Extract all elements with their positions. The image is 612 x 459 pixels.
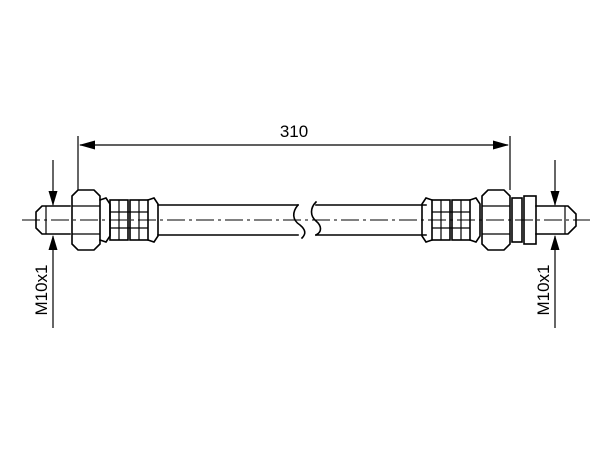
break-line-right — [310, 200, 322, 237]
left-fitting — [35, 189, 159, 251]
length-dimension: 310 — [77, 122, 511, 190]
arrow-up-icon — [48, 235, 58, 250]
left-thread-stub — [35, 205, 71, 235]
right-fitting — [421, 189, 577, 251]
arrow-right-icon — [493, 140, 509, 150]
arrow-up-icon — [550, 235, 560, 250]
hose-body — [157, 200, 427, 240]
right-ferrule-start — [421, 197, 434, 243]
right-lock-washer — [511, 197, 523, 243]
break-line-left — [292, 203, 306, 240]
right-lock-nut — [523, 195, 537, 245]
left-ferrule-end — [146, 197, 159, 243]
left-hex-nut — [71, 189, 101, 251]
right-thread-stub — [535, 205, 577, 235]
left-thread-dimension: M10x1 — [32, 160, 58, 328]
left-thread-label: M10x1 — [32, 264, 51, 315]
right-ferrule-end — [468, 197, 481, 243]
length-label: 310 — [280, 122, 308, 141]
arrow-down-icon — [550, 191, 560, 206]
arrow-left-icon — [79, 140, 95, 150]
right-hex-body — [481, 189, 511, 251]
right-thread-label: M10x1 — [534, 264, 553, 315]
arrow-down-icon — [48, 191, 58, 206]
right-thread-dimension: M10x1 — [534, 160, 560, 328]
